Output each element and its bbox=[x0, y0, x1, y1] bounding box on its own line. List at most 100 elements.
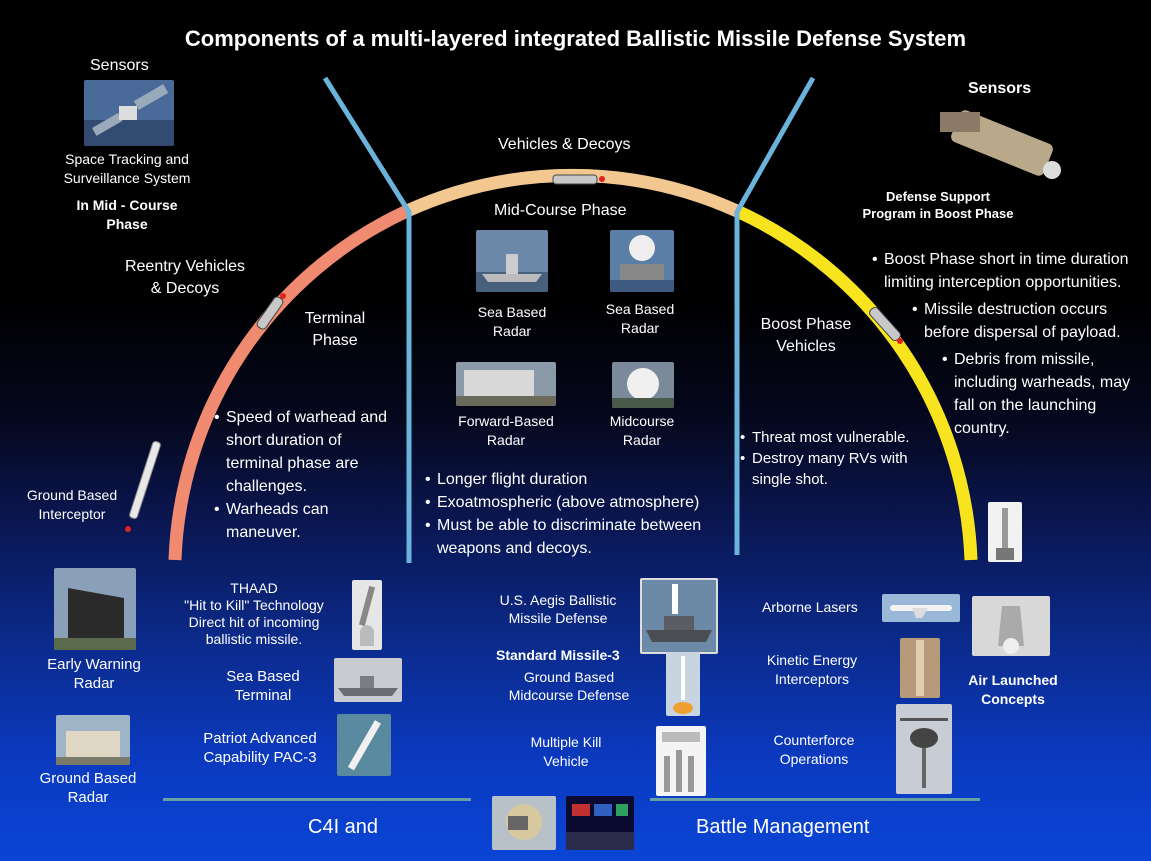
thaad-line3: Direct hit of incoming bbox=[188, 614, 320, 630]
boost-b2-l1: Destroy many RVs with bbox=[752, 450, 908, 467]
midcourse-vehicle-icon bbox=[552, 174, 605, 185]
sbt-line1: Sea Based bbox=[226, 668, 300, 685]
airborne-laser-aircraft-image bbox=[882, 594, 960, 622]
early-warning-radar-image bbox=[54, 568, 136, 650]
gmd-line1: Ground Based bbox=[523, 669, 615, 685]
reentry-line1: Reentry Vehicles bbox=[124, 258, 246, 275]
forward-line1: Forward-Based bbox=[458, 413, 554, 429]
sensors-right-heading: Sensors bbox=[968, 80, 1032, 97]
alc-line1: Air Launched bbox=[968, 672, 1058, 688]
boost-vehicle-icon bbox=[869, 306, 903, 344]
mkv-line2: Vehicle bbox=[543, 753, 589, 769]
mkv-image bbox=[656, 726, 706, 796]
midcourse-phase-note: In Mid - Course Phase bbox=[44, 196, 210, 234]
terminal-b1-l2: short duration of bbox=[226, 432, 342, 449]
terminal-line2: Phase bbox=[312, 332, 358, 349]
terminal-b1-l3: terminal phase are bbox=[226, 455, 359, 472]
midcourse-radar-line1: Midcourse bbox=[609, 413, 675, 429]
boost-phase-bullets: Boost Phase short in time durationlimiti… bbox=[872, 248, 1129, 294]
early-warning-radar-label: Early Warning Radar bbox=[34, 655, 154, 693]
boost-b1: Threat most vulnerable. bbox=[740, 427, 910, 448]
terminal-b1-l4: challenges. bbox=[226, 478, 307, 495]
midcourse-bullets: Longer flight duration Exoatmospheric (a… bbox=[425, 468, 701, 560]
sea-based-terminal-ship-image bbox=[334, 658, 402, 702]
right-b2-l2: before dispersal of payload. bbox=[924, 324, 1121, 341]
satellite-image bbox=[84, 80, 174, 146]
aegis-label: U.S. Aegis Ballistic Missile Defense bbox=[490, 591, 626, 627]
sea-based-terminal-label: Sea Based Terminal bbox=[208, 667, 318, 705]
terminal-b2-l1: Warheads can bbox=[226, 501, 329, 518]
gbi-line1: Ground Based bbox=[26, 487, 118, 503]
kei-missile-image bbox=[900, 638, 940, 698]
airborne-lasers-label: Arborne Lasers bbox=[762, 599, 858, 615]
stss-label: Space Tracking and Surveillance System bbox=[44, 150, 210, 188]
boost-phase-bullet-3: Debris from missile, including warheads, … bbox=[942, 348, 1130, 440]
left-divider-line bbox=[322, 76, 412, 563]
ewr-line1: Early Warning bbox=[47, 656, 141, 673]
battle-management-label: Battle Management bbox=[696, 816, 870, 838]
c4i-label: C4I and bbox=[308, 816, 379, 838]
sea1-line1: Sea Based bbox=[477, 304, 547, 320]
thaad-label: THAAD "Hit to Kill" Technology Direct hi… bbox=[166, 580, 342, 648]
sea2-line2: Radar bbox=[620, 320, 660, 336]
c4i-underline bbox=[163, 798, 471, 801]
terminal-bullets: Speed of warhead and short duration of ter… bbox=[214, 406, 387, 544]
kei-line2: Interceptors bbox=[775, 671, 849, 687]
counterforce-helicopter-image bbox=[896, 704, 952, 794]
terminal-line1: Terminal bbox=[304, 310, 366, 327]
gbr-line2: Radar bbox=[67, 789, 109, 806]
sea-based-radar-1: Sea Based Radar bbox=[462, 303, 562, 341]
mkv-label: Multiple Kill Vehicle bbox=[506, 733, 626, 771]
air-launched-label: Air Launched Concepts bbox=[958, 671, 1068, 709]
gbi-line2: Interceptor bbox=[38, 506, 106, 522]
boost-phase-bullet-2: Missile destruction occurs before dispers… bbox=[912, 298, 1121, 344]
terminal-phase-arc bbox=[168, 205, 410, 561]
ground-based-radar-label: Ground Based Radar bbox=[28, 769, 148, 807]
thaad-line1: THAAD bbox=[230, 580, 278, 596]
stss-line1: Space Tracking and bbox=[65, 151, 189, 167]
sea-based-xband-radar-image bbox=[610, 230, 674, 292]
patriot-label: Patriot Advanced Capability PAC-3 bbox=[190, 729, 330, 767]
mid-b1: Longer flight duration bbox=[425, 468, 701, 491]
patriot-missile-image bbox=[337, 714, 391, 776]
sea-based-radar-2: Sea Based Radar bbox=[590, 300, 690, 338]
thaad-image bbox=[352, 580, 382, 650]
right-b3-l1: Debris from missile, bbox=[954, 351, 1095, 368]
midcourse-radar: Midcourse Radar bbox=[592, 412, 692, 450]
mid-b2: Exoatmospheric (above atmosphere) bbox=[425, 491, 701, 514]
terminal-phase-label: Terminal Phase bbox=[290, 308, 380, 352]
aegis-line2: Missile Defense bbox=[508, 610, 608, 626]
forward-line2: Radar bbox=[486, 432, 526, 448]
right-b3-l2: including warheads, may bbox=[954, 374, 1131, 391]
counterforce-label: Counterforce Operations bbox=[754, 731, 874, 769]
boost-bullets: Threat most vulnerable. Destroy many RVs… bbox=[740, 427, 910, 490]
ground-based-radar-image bbox=[56, 715, 130, 765]
sensors-left-heading: Sensors bbox=[90, 57, 149, 74]
boost-line1: Boost Phase bbox=[760, 316, 852, 333]
sbt-line2: Terminal bbox=[234, 687, 292, 704]
right-b3-l3: fall on the launching bbox=[954, 397, 1097, 414]
midcourse-radar-image bbox=[612, 362, 674, 408]
right-b2-l1: Missile destruction occurs bbox=[924, 301, 1108, 318]
terminal-b1-l1: Speed of warhead and bbox=[226, 409, 388, 426]
boost-phase-arc bbox=[734, 205, 978, 561]
terminal-b2-l2: maneuver. bbox=[226, 524, 301, 541]
gmd-label: Ground Based Midcourse Defense bbox=[494, 668, 644, 704]
aegis-ship-image bbox=[640, 578, 718, 654]
sea1-line2: Radar bbox=[492, 323, 532, 339]
boost-phase-label: Boost Phase Vehicles bbox=[748, 314, 864, 358]
reentry-line2: & Decoys bbox=[150, 280, 220, 297]
right-divider-line bbox=[734, 76, 816, 555]
sea-based-radar-ship-image bbox=[476, 230, 548, 292]
mkv-line1: Multiple Kill bbox=[530, 734, 602, 750]
gbr-line1: Ground Based bbox=[39, 770, 137, 787]
dsp-line1: Defense Support bbox=[885, 189, 990, 204]
vehicles-decoys-label: Vehicles & Decoys bbox=[498, 136, 631, 153]
patriot-line1: Patriot Advanced bbox=[203, 730, 317, 747]
midcourse-radar-line2: Radar bbox=[622, 432, 662, 448]
right-b1-l1: Boost Phase short in time duration bbox=[884, 251, 1129, 268]
forward-based-radar-image bbox=[456, 362, 556, 406]
sm3-label: Standard Missile-3 bbox=[496, 647, 620, 663]
forward-based-radar: Forward-Based Radar bbox=[446, 412, 566, 450]
alc-line2: Concepts bbox=[981, 691, 1045, 707]
